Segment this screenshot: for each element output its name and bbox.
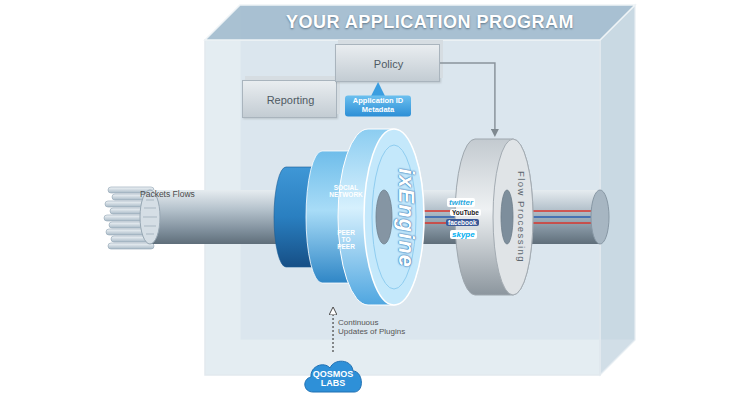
cloud-label: QOSMOS LABS — [309, 370, 357, 389]
engine-cylinder: SOCIAL NETWORK PEER TO PEER ixEngine — [272, 112, 427, 307]
engine-ring-face — [364, 129, 424, 305]
packet-rod — [106, 229, 156, 235]
engine-hole — [376, 190, 392, 244]
box-label: Policy — [374, 58, 403, 71]
logo-text: YouTube — [450, 209, 481, 216]
flow-label: Packets Flows — [138, 190, 197, 200]
packet-rod — [109, 222, 156, 228]
engine-name: ixEngine — [393, 168, 418, 268]
flow-ring: Flow Processing — [455, 137, 550, 297]
shape-outline — [455, 137, 550, 297]
box-label: Reporting — [267, 94, 315, 107]
box-front-face — [205, 40, 600, 375]
logo-text: facebook — [446, 219, 479, 226]
box-top-face — [205, 5, 635, 40]
box-back-edges — [205, 5, 635, 375]
logo-text: skype — [450, 230, 477, 239]
metadata-banner: Application ID Metadata — [345, 95, 411, 116]
packet-rod — [111, 236, 155, 242]
ring-face — [493, 139, 533, 295]
policy-box: Policy — [335, 44, 440, 82]
packet-rod — [104, 215, 156, 221]
ring-hole — [501, 190, 513, 244]
logo-text: twitter — [447, 198, 475, 207]
box-title: YOUR APPLICATION PROGRAM — [286, 12, 574, 33]
application-box: YOUR APPLICATION PROGRAM Reporting PolicyS… — [195, 0, 640, 385]
plugin-label: SOCIAL NETWORK — [325, 185, 367, 199]
packet-rod — [105, 201, 155, 207]
packet-rod — [110, 208, 156, 214]
reporting-box: Reporting — [242, 80, 337, 118]
plugin-label: PEER TO PEER — [332, 230, 360, 250]
box-side-face — [600, 5, 635, 375]
edge-note: Continuous Updates of Plugins — [338, 318, 410, 336]
engine-ring — [338, 129, 424, 305]
cloud-shape: QOSMOS LABS — [298, 352, 368, 397]
packet-rod — [108, 243, 154, 249]
pipe-stripes — [143, 200, 157, 234]
cloud-outline — [305, 361, 362, 392]
ring-body — [455, 139, 533, 295]
ring-label: Flow Processing — [516, 171, 527, 263]
